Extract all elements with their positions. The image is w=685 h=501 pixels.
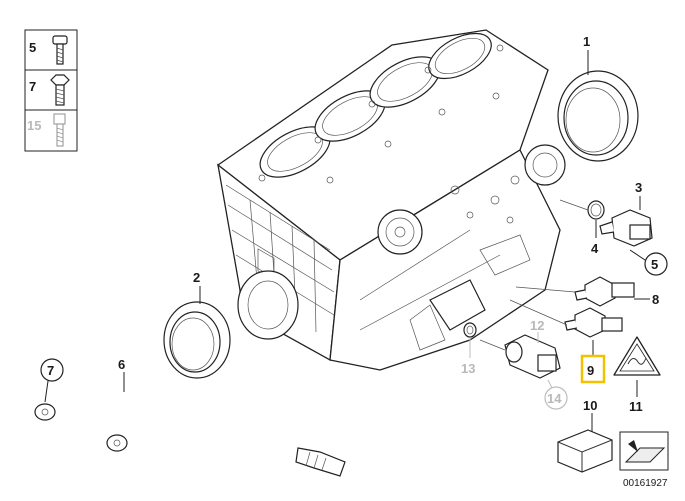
- part-12-solenoid[interactable]: 12: [504, 318, 561, 379]
- leader-9: [509, 299, 568, 326]
- hex-bolt-icon: [50, 74, 70, 106]
- pointer-icon: [628, 440, 638, 452]
- part-5-callout[interactable]: 5: [629, 249, 668, 276]
- highlight-box: [580, 354, 606, 384]
- warning-symbol-icon: [627, 357, 647, 365]
- screw-icon: [52, 35, 68, 65]
- leader-8: [515, 286, 576, 293]
- callout-1[interactable]: 1: [583, 34, 590, 49]
- engine-block-drawing: [216, 29, 566, 371]
- part-10-box[interactable]: 10: [557, 398, 613, 473]
- callout-11[interactable]: 11: [629, 399, 643, 414]
- diagram-reference-number: 00161927: [623, 478, 668, 489]
- legend-number-7[interactable]: 7: [29, 79, 36, 94]
- part-1-front-seal[interactable]: 1: [557, 34, 639, 162]
- callout-14[interactable]: 14: [547, 391, 562, 406]
- callout-10[interactable]: 10: [583, 398, 597, 413]
- part-2-rear-seal[interactable]: 2: [163, 270, 231, 379]
- part-14-callout[interactable]: 14: [544, 379, 568, 410]
- legend-number-5[interactable]: 5: [29, 40, 36, 55]
- callout-12[interactable]: 12: [530, 318, 544, 333]
- callout-2[interactable]: 2: [193, 270, 200, 285]
- part-7-callout[interactable]: 7: [40, 358, 64, 403]
- leader-4: [559, 199, 589, 211]
- callout-13[interactable]: 13: [461, 361, 475, 376]
- callout-8[interactable]: 8: [652, 292, 659, 307]
- stud-bolt-icon: [53, 113, 66, 147]
- part-6-harness[interactable]: 6: [34, 357, 346, 477]
- callout-6[interactable]: 6: [118, 357, 125, 372]
- fastener-legend: 5 7 15: [24, 29, 78, 152]
- callout-4[interactable]: 4: [591, 241, 599, 256]
- part-9-sensor[interactable]: 9: [564, 307, 623, 384]
- part-13-o-ring[interactable]: 13: [461, 322, 477, 376]
- arrow-icon: [624, 447, 666, 463]
- legend-number-15[interactable]: 15: [27, 118, 41, 133]
- callout-3[interactable]: 3: [635, 180, 642, 195]
- leader-12: [479, 339, 506, 351]
- callout-7[interactable]: 7: [47, 363, 54, 378]
- callout-5[interactable]: 5: [651, 257, 658, 272]
- part-11-warning-label[interactable]: 11: [613, 336, 661, 414]
- part-8-sensor[interactable]: 8: [574, 276, 659, 307]
- callout-9[interactable]: 9: [587, 363, 594, 378]
- part-3-sensor[interactable]: 3: [599, 180, 653, 247]
- reference-panel: 00161927: [619, 431, 669, 489]
